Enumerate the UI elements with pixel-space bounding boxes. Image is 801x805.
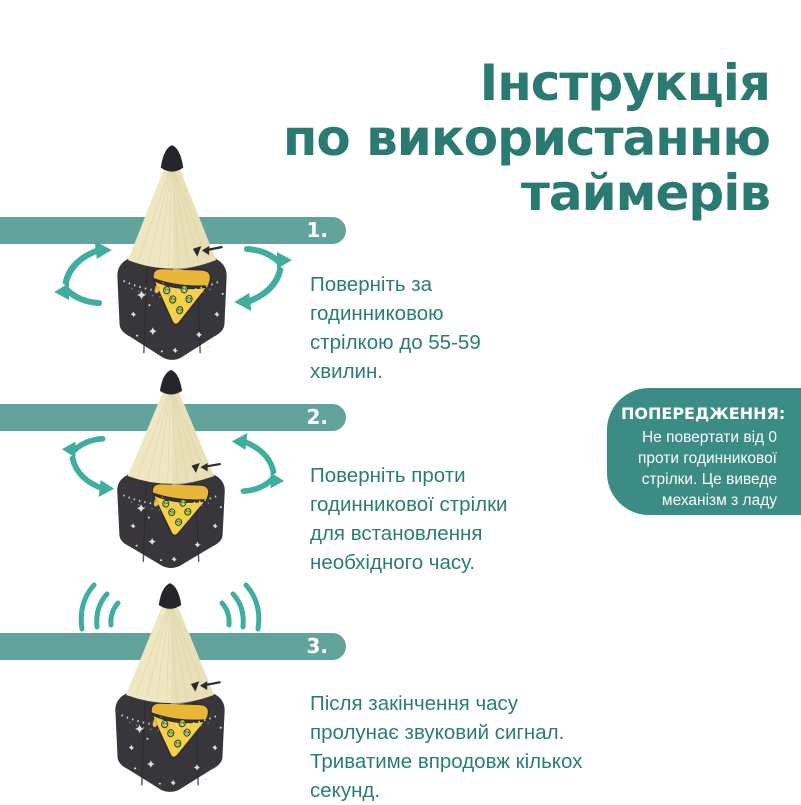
pencil-timer-illustration-2 xyxy=(116,369,226,569)
warning-body: Не повертати від 0 проти годинникової ст… xyxy=(638,429,777,509)
page-title: Інструкція по використанню таймерів xyxy=(282,53,771,222)
warning-callout: ПОПЕРЕДЖЕННЯ: Не повертати від 0 проти г… xyxy=(607,388,801,515)
rotate-counterclockwise-arrows-right-icon xyxy=(228,432,286,494)
step-2-text: Поверніть проти годинникової стрілки для… xyxy=(310,463,508,574)
page-title-line-1: Інструкція xyxy=(479,53,771,112)
rotate-counterclockwise-arrows-left-icon xyxy=(60,436,118,498)
page-title-line-2: по використанню xyxy=(282,108,771,167)
rotate-clockwise-arrows-right-icon xyxy=(230,246,294,312)
step-2-number: 2. xyxy=(306,405,328,429)
sound-waves-left-icon xyxy=(74,583,128,631)
step-1-number: 1. xyxy=(306,218,328,242)
step-3-text: Після закінчення часу пролунає звуковий … xyxy=(310,691,583,802)
page-title-line-3: таймерів xyxy=(520,163,771,222)
step-1-text: Поверніть за годинниковою стрілкою до 55… xyxy=(310,272,481,383)
sound-waves-right-icon xyxy=(212,583,266,631)
rotate-clockwise-arrows-left-icon xyxy=(52,240,116,306)
warning-header: ПОПЕРЕДЖЕННЯ: xyxy=(621,404,786,423)
pencil-timer-illustration-1 xyxy=(116,144,228,361)
step-3-number: 3. xyxy=(306,634,328,658)
